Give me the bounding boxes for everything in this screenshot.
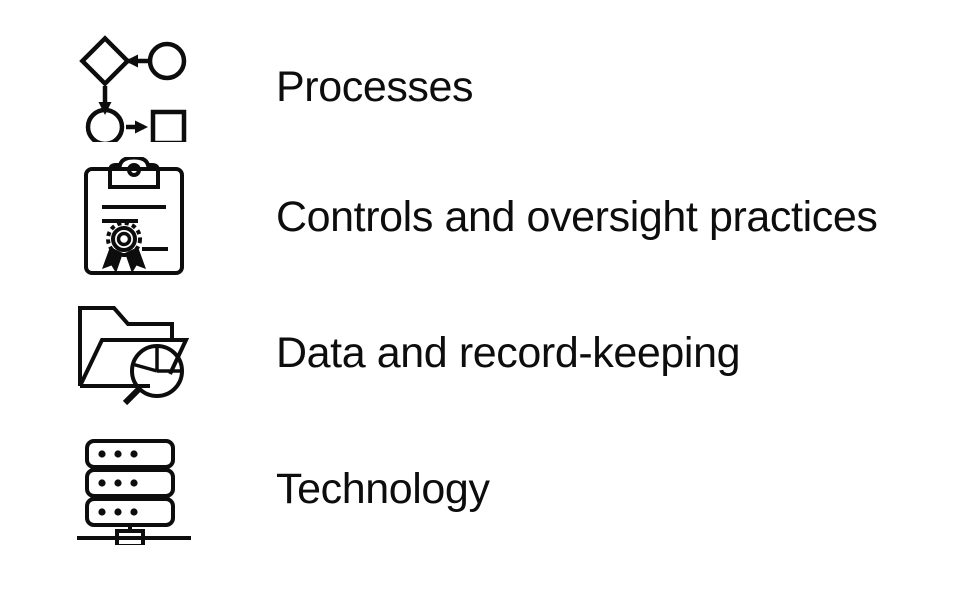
list-item-label: Technology (276, 465, 490, 514)
label-cell: Processes (250, 63, 960, 112)
list-item: Data and record-keeping (0, 294, 960, 414)
folder-search-icon-cell (0, 294, 250, 414)
flowchart-icon-cell (0, 28, 250, 148)
clipboard-certificate-icon-cell (0, 157, 250, 278)
list-item-label: Controls and oversight practices (276, 193, 878, 242)
list-item: Controls and oversight practices (0, 157, 960, 278)
flowchart-icon (79, 35, 187, 142)
label-cell: Technology (250, 465, 960, 514)
list-item-label: Data and record-keeping (276, 329, 741, 378)
list-item: Processes (0, 28, 960, 148)
server-rack-icon (77, 439, 191, 545)
label-cell: Data and record-keeping (250, 329, 960, 378)
clipboard-certificate-icon (84, 157, 184, 275)
list-item: Technology (0, 430, 960, 550)
list-item-label: Processes (276, 63, 474, 112)
server-rack-icon-cell (0, 430, 250, 550)
folder-search-icon (78, 306, 190, 406)
label-cell: Controls and oversight practices (250, 193, 960, 242)
